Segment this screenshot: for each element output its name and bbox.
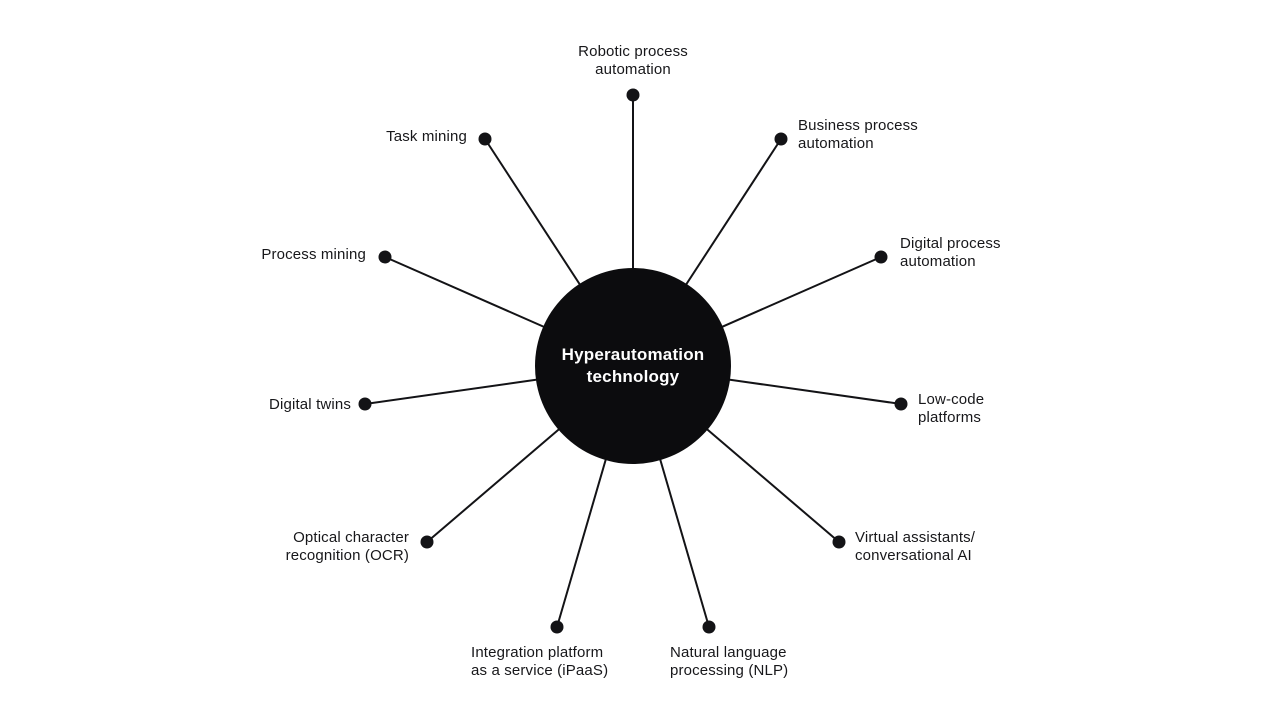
center-node-label: Hyperautomation technology (561, 345, 705, 386)
node-dot-business-process-automation (774, 132, 788, 146)
node-dot-optical-character-recognition (420, 535, 434, 549)
node-dot-virtual-assistants (832, 535, 846, 549)
center-circle (535, 268, 731, 464)
node-dot-robotic-process-automation (626, 88, 640, 102)
node-dot-digital-process-automation (874, 250, 888, 264)
node-dot-process-mining (378, 250, 392, 264)
node-dot-task-mining (478, 132, 492, 146)
node-dot-natural-language-processing (702, 620, 716, 634)
node-dot-low-code-platforms (894, 397, 908, 411)
node-dot-digital-twins (358, 397, 372, 411)
node-dot-integration-platform (550, 620, 564, 634)
